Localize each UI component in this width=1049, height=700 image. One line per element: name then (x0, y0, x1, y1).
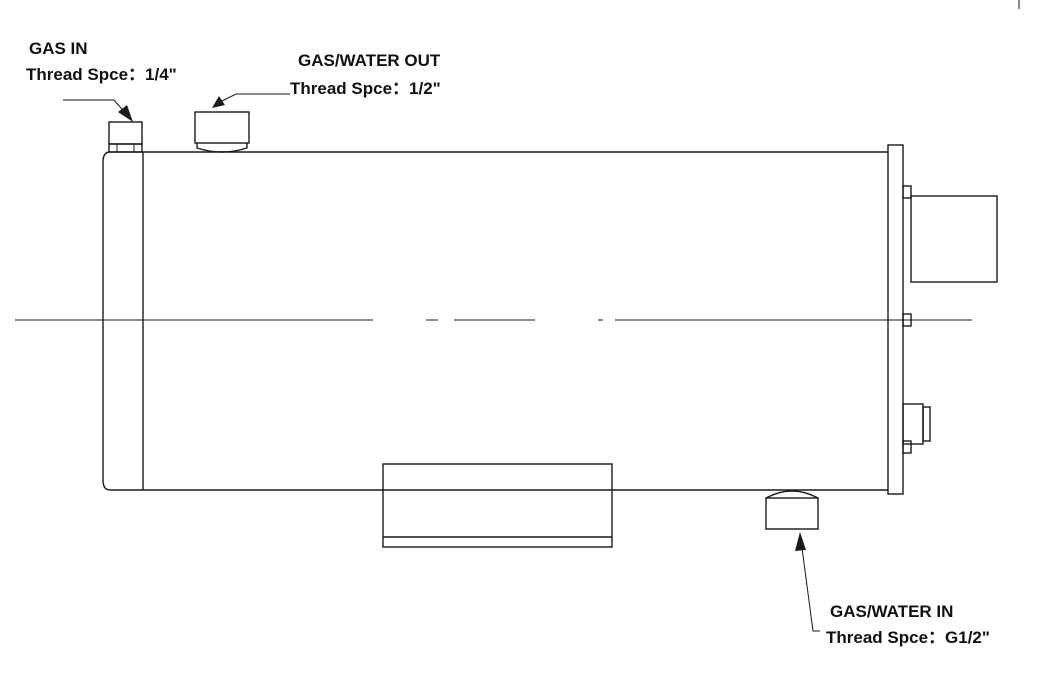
gas-in-label: GAS IN Thread Spce：1/4" (26, 39, 177, 84)
junction-box (910, 195, 998, 283)
side-fitting (902, 403, 931, 445)
flange-bolts (902, 185, 912, 454)
gas-in-port (108, 121, 143, 153)
gas-in-title: GAS IN (29, 39, 88, 58)
gas-in-leader (63, 99, 133, 122)
gas-water-out-leader (212, 93, 290, 108)
mounting-bracket (382, 463, 613, 548)
gas-water-in-spec: Thread Spce：G1/2" (826, 628, 990, 647)
gas-water-in-port (765, 490, 819, 530)
gas-water-out-title: GAS/WATER OUT (298, 51, 441, 70)
gas-water-in-label: GAS/WATER IN Thread Spce：G1/2" (826, 602, 990, 647)
tank-body (102, 151, 888, 491)
gas-water-out-label: GAS/WATER OUT Thread Spce：1/2" (290, 51, 441, 98)
gas-in-spec: Thread Spce：1/4" (26, 65, 177, 84)
gas-water-out-port (194, 111, 250, 153)
gas-water-in-leader (795, 532, 820, 632)
gas-water-in-title: GAS/WATER IN (830, 602, 953, 621)
gas-water-out-spec: Thread Spce：1/2" (290, 79, 441, 98)
